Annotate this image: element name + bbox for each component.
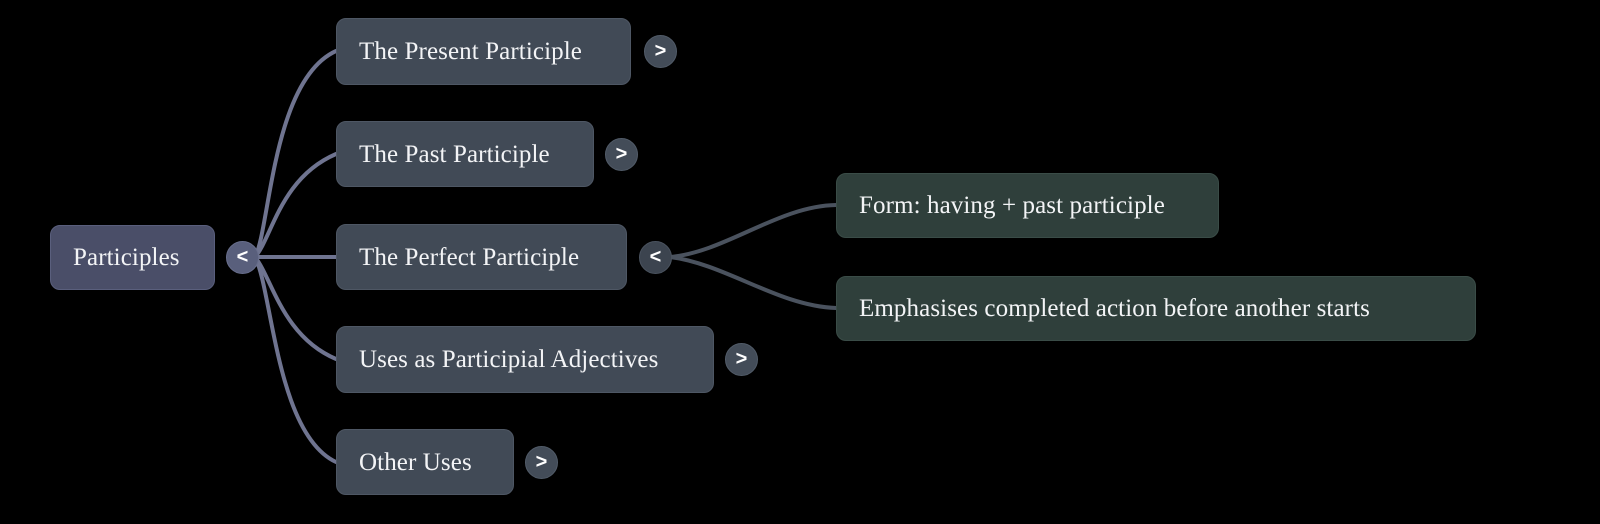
node-past-participle-label: The Past Participle: [359, 140, 550, 168]
node-other-uses[interactable]: Other Uses: [336, 429, 514, 495]
node-other-uses-label: Other Uses: [359, 448, 472, 476]
toggle-perfect-participle[interactable]: <: [639, 241, 672, 274]
toggle-participial-adjectives[interactable]: >: [725, 343, 758, 376]
edge-root-to-other-uses: [253, 255, 338, 464]
toggle-present-participle[interactable]: >: [644, 35, 677, 68]
node-perfect-emphasis-label: Emphasises completed action before anoth…: [859, 295, 1370, 322]
branch-edge-group: [668, 203, 838, 310]
node-perfect-form-label: Form: having + past participle: [859, 192, 1165, 219]
edge-perfect-participle-to-form: [668, 203, 838, 259]
node-perfect-form[interactable]: Form: having + past participle: [836, 173, 1219, 238]
edge-perfect-participle-to-emphasis: [668, 255, 838, 310]
node-perfect-participle-label: The Perfect Participle: [359, 243, 580, 271]
chevron-left-icon: <: [236, 245, 249, 268]
toggle-root[interactable]: <: [226, 241, 259, 274]
node-perfect-participle[interactable]: The Perfect Participle: [336, 224, 627, 290]
edge-root-to-past-participle: [253, 152, 338, 259]
node-present-participle[interactable]: The Present Participle: [336, 18, 631, 85]
chevron-right-icon: >: [735, 347, 748, 370]
edge-root-to-participial-adjectives: [253, 255, 338, 361]
toggle-past-participle[interactable]: >: [605, 138, 638, 171]
chevron-right-icon: >: [654, 39, 667, 62]
node-present-participle-label: The Present Participle: [359, 38, 582, 65]
node-root-label: Participles: [73, 244, 180, 271]
toggle-other-uses[interactable]: >: [525, 446, 558, 479]
node-root[interactable]: Participles: [50, 225, 215, 290]
chevron-right-icon: >: [615, 142, 628, 165]
root-edge-group: [253, 49, 338, 464]
node-past-participle[interactable]: The Past Participle: [336, 121, 594, 187]
edge-root-to-present-participle: [253, 49, 338, 259]
node-participial-adjectives[interactable]: Uses as Participial Adjectives: [336, 326, 714, 393]
node-perfect-emphasis[interactable]: Emphasises completed action before anoth…: [836, 276, 1476, 341]
chevron-left-icon: <: [649, 245, 662, 268]
chevron-right-icon: >: [535, 450, 548, 473]
node-participial-adjectives-label: Uses as Participial Adjectives: [359, 346, 659, 373]
